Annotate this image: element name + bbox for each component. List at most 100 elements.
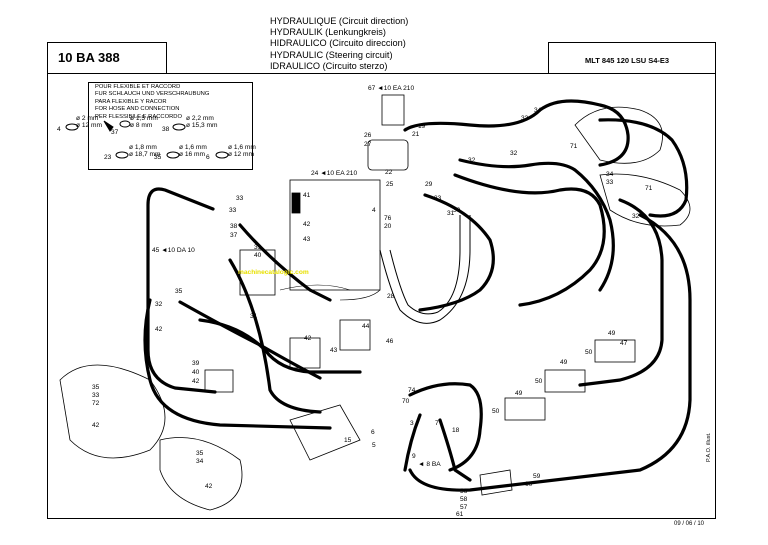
cross-ref-8ba: ◄ 8 BA bbox=[418, 461, 441, 468]
callout: 37 bbox=[230, 232, 238, 239]
seal-size: ø 12 mm bbox=[228, 151, 255, 158]
callout: 71 bbox=[570, 143, 578, 150]
seal-size: ø 18,7 mm bbox=[129, 151, 161, 158]
footer-illustrator: P.A.O. illust. bbox=[706, 432, 712, 462]
callout: 47 bbox=[620, 340, 628, 347]
seal-size: ø 1,6 mm bbox=[179, 144, 207, 151]
axle-right bbox=[599, 173, 691, 227]
callout: 3 bbox=[410, 420, 414, 427]
callout: 32 bbox=[510, 150, 518, 157]
seal-size: ø 2 mm bbox=[76, 115, 99, 122]
cross-ref-24: 24 ◄10 EA 210 bbox=[311, 170, 357, 177]
column-part bbox=[291, 192, 301, 214]
callout: 25 bbox=[386, 181, 394, 188]
callout: 22 bbox=[385, 169, 393, 176]
callout: 31 bbox=[447, 210, 455, 217]
callout: 33 bbox=[521, 115, 529, 122]
callout: 4 bbox=[372, 207, 376, 214]
seal-size: ø 8 mm bbox=[130, 122, 153, 129]
callout: 70 bbox=[402, 398, 410, 405]
callout: 28 bbox=[387, 293, 395, 300]
cross-ref-45: 45 ◄10 DA 10 bbox=[152, 247, 195, 254]
callout: 71 bbox=[645, 185, 653, 192]
callout: 41 bbox=[303, 192, 311, 199]
callout: 40 bbox=[192, 369, 200, 376]
callout: 50 bbox=[535, 378, 543, 385]
seal-icons bbox=[65, 120, 229, 159]
callout: 49 bbox=[560, 359, 568, 366]
legend-line: POUR FLEXIBLE ET RACCORD bbox=[95, 84, 181, 90]
title-de: HYDRAULIK (Lenkungkreis) bbox=[270, 27, 386, 38]
callout: 76 bbox=[384, 215, 392, 222]
seal-ref: 38 bbox=[162, 126, 170, 133]
seal-size: ø 1,6 mm bbox=[228, 144, 256, 151]
callout: 38 bbox=[230, 223, 238, 230]
callout: 50 bbox=[492, 408, 500, 415]
seal-ref: 6 bbox=[206, 154, 210, 161]
callout: 27 bbox=[364, 141, 372, 148]
callout: 32 bbox=[468, 157, 476, 164]
callout: 30 bbox=[453, 207, 461, 214]
callout: 39 bbox=[192, 360, 200, 367]
callout: 31 bbox=[250, 313, 258, 320]
callout: 42 bbox=[92, 422, 100, 429]
callout: 34 bbox=[196, 458, 204, 465]
callout: 33 bbox=[606, 179, 614, 186]
callout: 7 bbox=[435, 420, 439, 427]
callout: 34 bbox=[534, 107, 542, 114]
callout: 5 bbox=[372, 442, 376, 449]
seal-size: ø 1,8 mm bbox=[129, 144, 157, 151]
callout: 42 bbox=[304, 335, 312, 342]
callout: 43 bbox=[303, 236, 311, 243]
callout: 39 bbox=[254, 244, 262, 251]
control-valve bbox=[289, 404, 361, 461]
callout: 32 bbox=[155, 301, 163, 308]
title-fr: HYDRAULIQUE (Circuit direction) bbox=[270, 16, 409, 26]
axle-left-bottom bbox=[159, 437, 243, 511]
callout: 40 bbox=[254, 252, 262, 259]
seal-legend-text: POUR FLEXIBLE ET RACCORD FUR SCHLAUCH UN… bbox=[95, 84, 209, 121]
callout: 50 bbox=[585, 349, 593, 356]
callout: 18 bbox=[452, 427, 460, 434]
callout: 74 bbox=[408, 387, 416, 394]
title-en: HYDRAULIC (Steering circuit) bbox=[270, 49, 393, 60]
callout: 42 bbox=[303, 221, 311, 228]
seal-ref: 37 bbox=[111, 129, 119, 136]
callout: 49 bbox=[608, 330, 616, 337]
callout: 44 bbox=[362, 323, 370, 330]
callout: 32 bbox=[632, 213, 640, 220]
callout: 43 bbox=[330, 347, 338, 354]
clamp-block bbox=[544, 369, 586, 393]
steering-unit bbox=[367, 139, 409, 171]
drawing-frame bbox=[47, 73, 716, 519]
valve-block bbox=[239, 249, 276, 296]
callout: 60 bbox=[525, 481, 533, 488]
callout: 21 bbox=[412, 131, 420, 138]
cross-ref-67: 67 ◄10 EA 210 bbox=[368, 85, 414, 92]
seal-ref: 35 bbox=[154, 154, 162, 161]
title-it: IDRAULICO (Circuito sterzo) bbox=[270, 60, 388, 71]
seal-size: ø 1,5 mm bbox=[130, 115, 158, 122]
clamp-block bbox=[204, 369, 234, 393]
title-es: HIDRAULICO (Circuito direccion) bbox=[270, 38, 406, 49]
bracket-plate bbox=[289, 337, 321, 369]
clamp-block bbox=[504, 397, 546, 421]
seal-legend-box bbox=[88, 82, 253, 170]
callout: 6 bbox=[371, 429, 375, 436]
seal-size: ø 2,2 mm bbox=[186, 115, 214, 122]
callout: 61 bbox=[456, 511, 464, 518]
hoses-thin bbox=[279, 284, 381, 301]
components bbox=[59, 94, 691, 511]
callout: 59 bbox=[533, 473, 541, 480]
hose-outline bbox=[379, 215, 471, 324]
callout-numbers: 67 ◄10 EA 210 24 ◄10 EA 210 45 ◄10 DA 10… bbox=[92, 85, 653, 518]
seal-size-labels: ø 2 mm ø 12 mm ø 1,5 mm ø 8 mm ø 2,2 mm … bbox=[76, 115, 256, 158]
callout: 20 bbox=[384, 223, 392, 230]
reference-number: 10 BA 388 bbox=[58, 50, 120, 65]
callout: 58 bbox=[460, 496, 468, 503]
priority-valve bbox=[381, 94, 405, 126]
callout: 15 bbox=[344, 437, 352, 444]
callout: 72 bbox=[92, 400, 100, 407]
callout: 33 bbox=[434, 195, 442, 202]
